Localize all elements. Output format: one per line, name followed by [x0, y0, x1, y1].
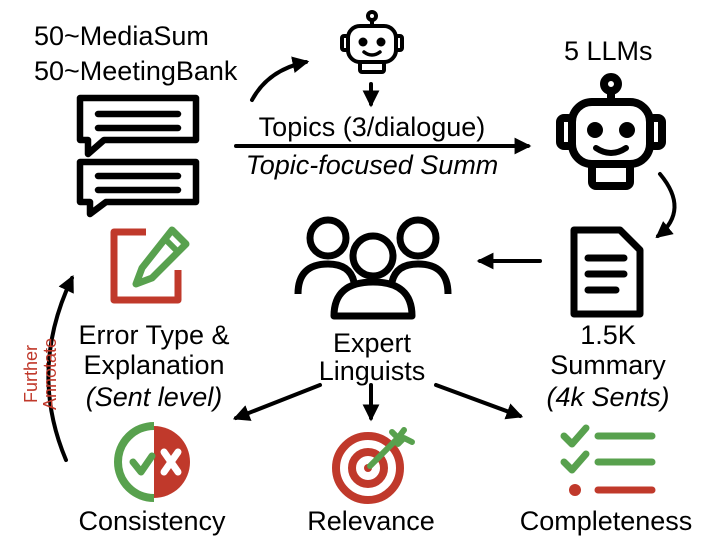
arrow-experts-to-consistency — [232, 383, 322, 421]
further-line1: Further — [21, 344, 41, 404]
target-arrow-icon — [332, 427, 415, 504]
metric-completeness: Completeness — [519, 506, 693, 536]
robot-icon — [556, 73, 666, 190]
further-annotate-label: Further Annotate — [21, 309, 60, 439]
experts-line1: Expert — [332, 328, 412, 358]
arrow-experts-to-completeness — [434, 383, 524, 420]
metric-relevance: Relevance — [307, 506, 435, 536]
summary-sents: (4k Sents) — [546, 382, 670, 412]
topics-label: Topics (3/dialogue) — [258, 112, 486, 142]
arrow-consistency-to-error — [46, 274, 74, 462]
document-icon — [570, 226, 644, 318]
error-line2: Explanation — [83, 350, 225, 380]
further-line2: Annotate — [40, 337, 60, 411]
edit-pencil-icon — [110, 226, 190, 304]
error-level: (Sent level) — [85, 382, 223, 412]
checklist-icon — [560, 424, 656, 496]
arrow-dialogue-to-robot — [250, 56, 310, 102]
source-meetingbank: 50~MeetingBank — [34, 56, 238, 86]
task-label: Topic-focused Summ — [245, 150, 499, 180]
metric-consistency: Consistency — [78, 506, 226, 536]
error-line1: Error Type & — [78, 320, 230, 350]
summary-count: 1.5K — [580, 320, 636, 350]
chat-bubbles-icon — [76, 94, 200, 218]
source-mediasum: 50~MediaSum — [34, 21, 209, 51]
experts-line2: Linguists — [318, 356, 426, 386]
check-cross-icon — [114, 422, 190, 502]
arrow-llms-to-summary — [655, 172, 677, 239]
robot-icon — [340, 10, 404, 74]
people-group-icon — [294, 216, 452, 320]
llms-label: 5 LLMs — [564, 36, 653, 66]
summary-label: Summary — [550, 350, 666, 380]
